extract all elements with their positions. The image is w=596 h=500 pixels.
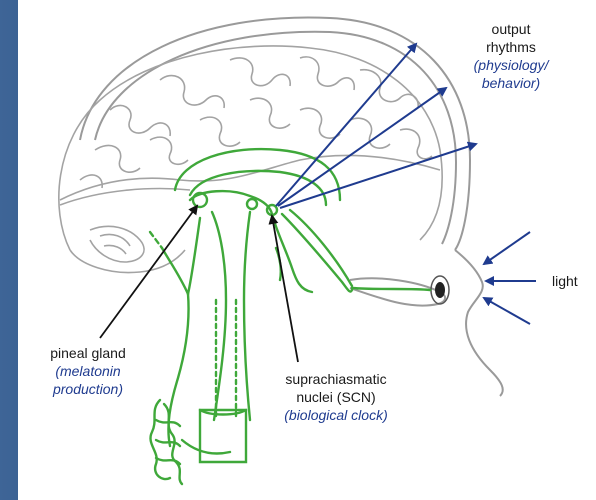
light-label: light [552,272,578,290]
output-rhythms-label: output rhythms (physiology/ behavior) [448,20,574,92]
scn-label: suprachiasmatic nuclei (SCN) (biological… [256,370,416,424]
output-arrows [276,44,476,208]
light-arrow-1 [484,232,530,264]
output-arrow-3 [280,144,476,208]
light-arrows [484,232,536,324]
pineal-gland-label: pineal gland (melatonin production) [26,344,150,398]
scn-pointer-arrow [272,216,298,362]
light-arrow-3 [484,298,530,324]
